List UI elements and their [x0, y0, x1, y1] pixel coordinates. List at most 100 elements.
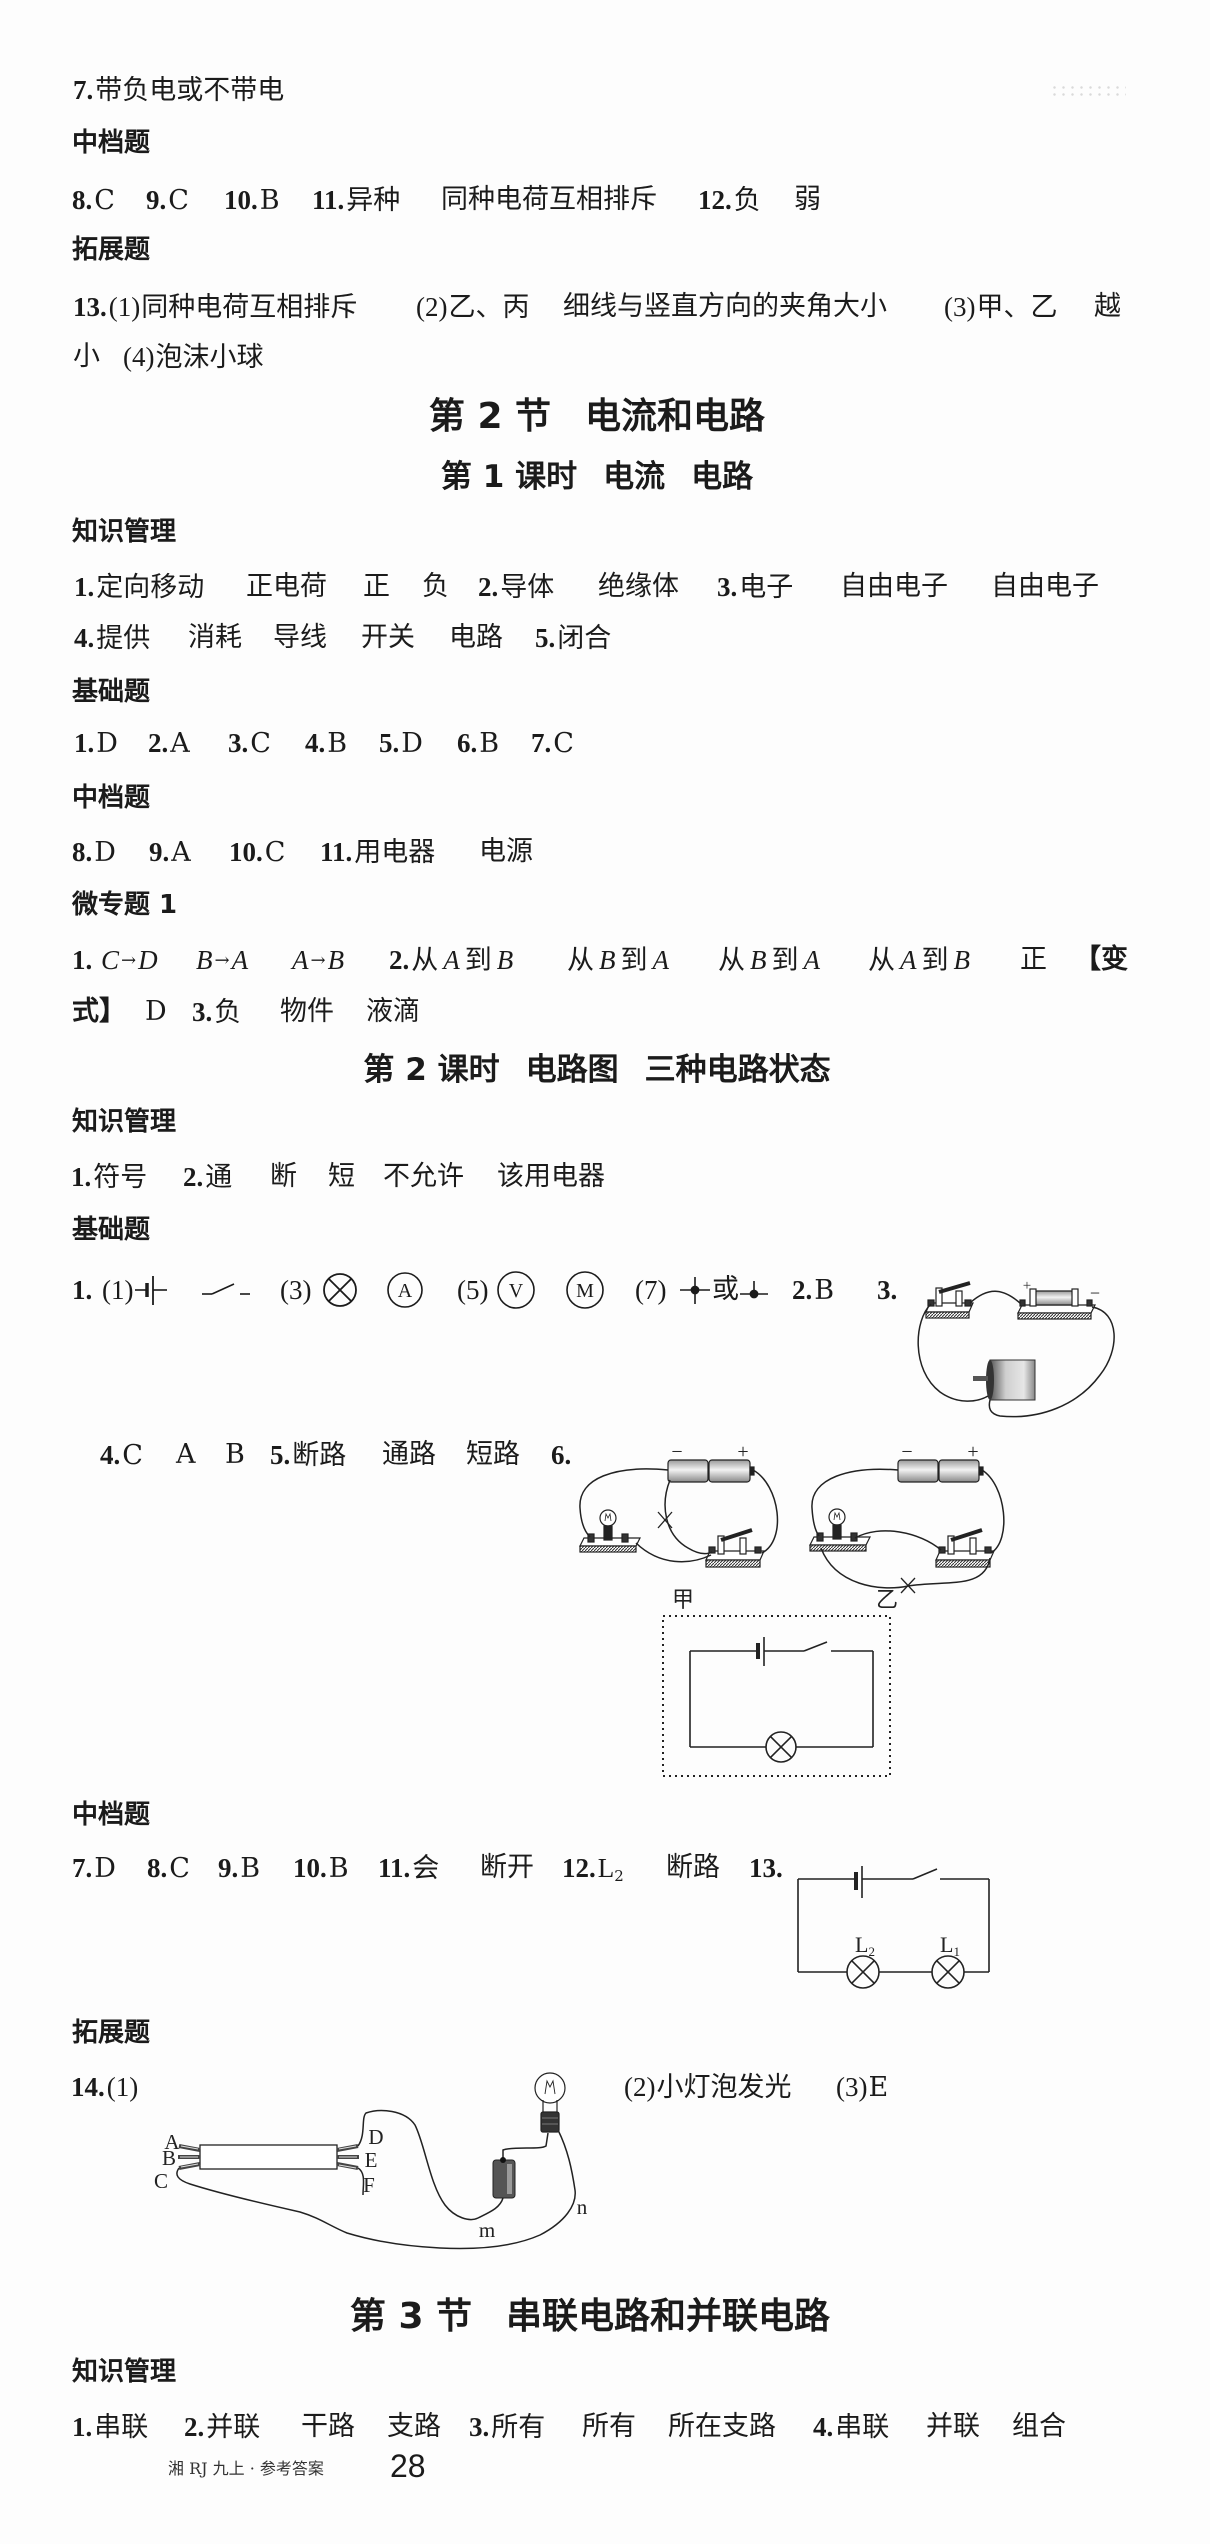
question-number: 9.	[218, 1853, 239, 1883]
answer-item: (4)泡沫小球	[123, 337, 263, 377]
answer-line: 1.D 2.A 3.C 4.B 5.D 6.B 7.C	[0, 723, 1210, 763]
answer-item: 8.C	[72, 180, 115, 220]
answer: 乙、丙	[448, 292, 530, 323]
answer: 支路	[387, 2411, 441, 2442]
answer-line: 式】 D 3.负 物件 液滴	[0, 992, 1210, 1032]
question-number: 4.	[305, 728, 326, 758]
question-number: 1.	[74, 572, 95, 602]
ammeter-symbol-icon: A	[387, 1272, 423, 1308]
answer: 泡沫小球	[155, 342, 264, 373]
answer-item: 10.B	[293, 1848, 349, 1888]
answer: C	[250, 728, 271, 759]
answer-item: 5.断路	[270, 1435, 346, 1475]
question-number: 13.	[749, 1853, 783, 1883]
voltmeter-symbol-icon: V	[497, 1271, 535, 1309]
answer-line: 14.(1) (2)小灯泡发光 (3)E	[0, 2067, 1210, 2107]
answer-item: 4.串联	[813, 2407, 889, 2447]
section-label: 基础题	[72, 1215, 151, 1245]
battery-negative-label: −	[1090, 1283, 1100, 1303]
answer-item: 12.L2	[562, 1848, 624, 1888]
answer: C	[553, 728, 574, 759]
label-d: D	[368, 2125, 383, 2149]
label-m: m	[479, 2218, 495, 2242]
answer: 该用电器	[497, 1161, 605, 1192]
question-number: 12.	[562, 1853, 596, 1883]
lamp-holder-icon	[809, 1508, 871, 1552]
answer: B	[814, 1275, 835, 1306]
section-heading: 第 3 节串联电路和并联电路	[0, 2293, 1180, 2341]
answer-item: 9.A	[149, 832, 191, 872]
answer-item: 9.C	[146, 180, 189, 220]
answer-item: 4.B	[305, 723, 347, 763]
answer: 所在支路	[668, 2411, 776, 2442]
answer: 会	[412, 1853, 440, 1884]
answer-line: 4.C A B 5.断路 通路 短路 6.	[0, 1435, 1210, 1475]
section-label: 中档题	[72, 783, 151, 813]
answer: 弱	[794, 184, 821, 215]
answer: 断路	[666, 1852, 720, 1883]
answer: D	[94, 1853, 116, 1884]
answer: B	[328, 1853, 349, 1884]
answer: C	[169, 1853, 190, 1884]
answer: 闭合	[557, 623, 612, 654]
answer: 负	[733, 185, 761, 216]
answer: E	[868, 2072, 889, 2103]
voltmeter-letter: V	[509, 1280, 524, 1302]
question-number: 2.	[183, 1162, 204, 1192]
part-index: (2)	[416, 292, 448, 322]
answer-line: 8.C 9.C 10.B 11.异种 同种电荷互相排斥 12.负 弱	[0, 180, 1210, 220]
answer-item: 1.定向移动	[74, 567, 204, 607]
question-number: 11.	[312, 185, 345, 215]
lamp-symbol-icon	[323, 1273, 357, 1307]
lamp-holder-icon	[579, 1509, 641, 1553]
answer-item: 3.C	[228, 723, 271, 763]
cross-out-mark-icon	[900, 1577, 916, 1594]
section-label: 中档题	[72, 1800, 151, 1830]
answer-item: (3)E	[836, 2067, 888, 2107]
answer: B	[225, 1439, 245, 1470]
answer-item: 8.D	[72, 832, 116, 872]
answer: C	[122, 1440, 143, 1471]
lamp-label-l1: L1	[940, 1932, 960, 1959]
question-number: 3.	[717, 572, 738, 602]
answer-item: 12.负	[698, 180, 761, 220]
answer-item: 7.带负电或不带电	[73, 70, 284, 110]
question-number: 7.	[73, 75, 94, 105]
figure-caption: 甲	[672, 1588, 694, 1613]
answer-line: 1. (1) (3) (5) (7) 或 2.B 3.	[0, 1270, 1210, 1310]
answer-item: 4.C	[100, 1435, 143, 1475]
label-b: B	[162, 2146, 176, 2170]
answer: 干路	[301, 2411, 355, 2442]
question-number: 1.	[71, 1162, 92, 1192]
part-index: (3)	[944, 292, 976, 322]
question-number: 5.	[535, 623, 556, 653]
question-number: 7.	[72, 1853, 93, 1883]
question-number: 3.	[228, 728, 249, 758]
answer: B	[327, 728, 348, 759]
section-label: 基础题	[72, 677, 151, 707]
part-index: (1)	[108, 292, 141, 322]
question-number: 11.	[320, 837, 353, 867]
q14-figure: A B C D E F m n	[154, 2072, 588, 2250]
question-number: 2.	[389, 945, 410, 975]
question-number: 2.	[148, 728, 169, 758]
answer: 所有	[491, 2412, 546, 2443]
question-number: 3.	[877, 1275, 898, 1305]
answer-line: 13.(1)同种电荷互相排斥 (2)乙、丙 细线与竖直方向的夹角大小 (3)甲、…	[0, 287, 1210, 327]
motor-letter: M	[576, 1280, 594, 1302]
knife-switch-icon	[705, 1528, 765, 1568]
motor-icon	[973, 1359, 1036, 1401]
question-number: 10.	[293, 1853, 327, 1883]
answer-item: 11.用电器	[320, 832, 435, 872]
answer: 自由电子	[991, 571, 1099, 602]
question-number: 4.	[813, 2412, 834, 2442]
answer: 导线	[273, 622, 327, 653]
answer-line: 1.符号 2.通 断 短 不允许 该用电器	[0, 1157, 1210, 1197]
wires	[917, 1290, 1115, 1418]
wires	[176, 2109, 576, 2250]
motor-symbol-icon: M	[566, 1271, 604, 1309]
q13-schematic-figure: L2 L1	[797, 1866, 990, 1989]
battery-holder-icon	[1017, 1288, 1096, 1320]
